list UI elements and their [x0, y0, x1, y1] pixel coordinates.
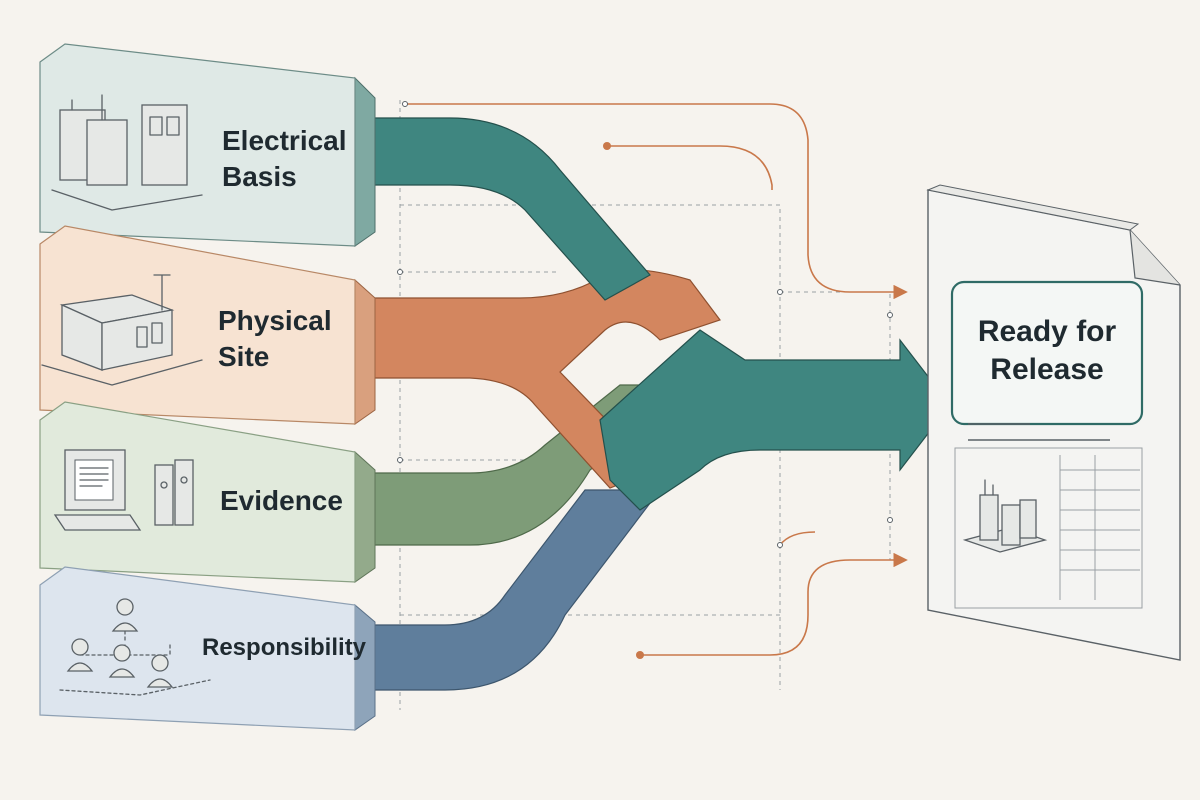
connector-bottom	[640, 552, 908, 656]
electrical-equipment-icon	[51, 94, 203, 211]
release-document: Ready for Release	[926, 184, 1181, 661]
connector-node	[887, 517, 893, 523]
responsibility-flow-band-body	[369, 489, 662, 691]
laptop-and-binders-icon	[53, 449, 194, 531]
physical-site-label-line2: Site	[218, 341, 269, 372]
connector-node	[402, 101, 408, 107]
site-building-icon	[41, 274, 203, 386]
document-text-lines	[968, 423, 1110, 441]
flow-bands	[369, 117, 951, 691]
responsibility-label: Responsibility	[202, 634, 367, 661]
release-title-line2: Release	[990, 353, 1103, 386]
physical-site-panel: Physical Site	[39, 225, 376, 425]
electrical-flow-band	[369, 117, 651, 301]
folded-corner	[1129, 229, 1181, 286]
org-chart-icon	[59, 598, 211, 696]
connector-node	[777, 289, 783, 295]
output-flow-arrow	[599, 329, 951, 511]
physical-site-label-line1: Physical	[218, 305, 332, 336]
connector-top-branch	[607, 145, 773, 190]
responsibility-panel: Responsibility	[39, 566, 376, 731]
physical-flow-band	[369, 269, 721, 489]
evidence-panel: Evidence	[39, 401, 376, 583]
release-badge	[950, 280, 1144, 426]
connector-node	[777, 542, 783, 548]
electrical-basis-panel: Electrical Basis	[39, 43, 376, 247]
document-table	[954, 447, 1143, 609]
connector-top	[405, 103, 908, 300]
electrical-basis-label-line1: Electrical	[222, 125, 347, 156]
guide-lines	[399, 100, 891, 710]
connector-node	[636, 651, 644, 659]
input-panels: Electrical Basis Physical Site	[39, 43, 376, 731]
evidence-label: Evidence	[220, 485, 343, 516]
connector-bottom-branch	[779, 531, 816, 546]
connector-lines	[397, 101, 908, 659]
equipment-thumbnail-icon	[962, 479, 1048, 553]
connector-node	[397, 269, 403, 275]
release-title-line1: Ready for	[978, 315, 1117, 348]
connector-node	[397, 457, 403, 463]
connector-node	[887, 312, 893, 318]
electrical-basis-label-line2: Basis	[222, 161, 297, 192]
connector-node	[603, 142, 611, 150]
